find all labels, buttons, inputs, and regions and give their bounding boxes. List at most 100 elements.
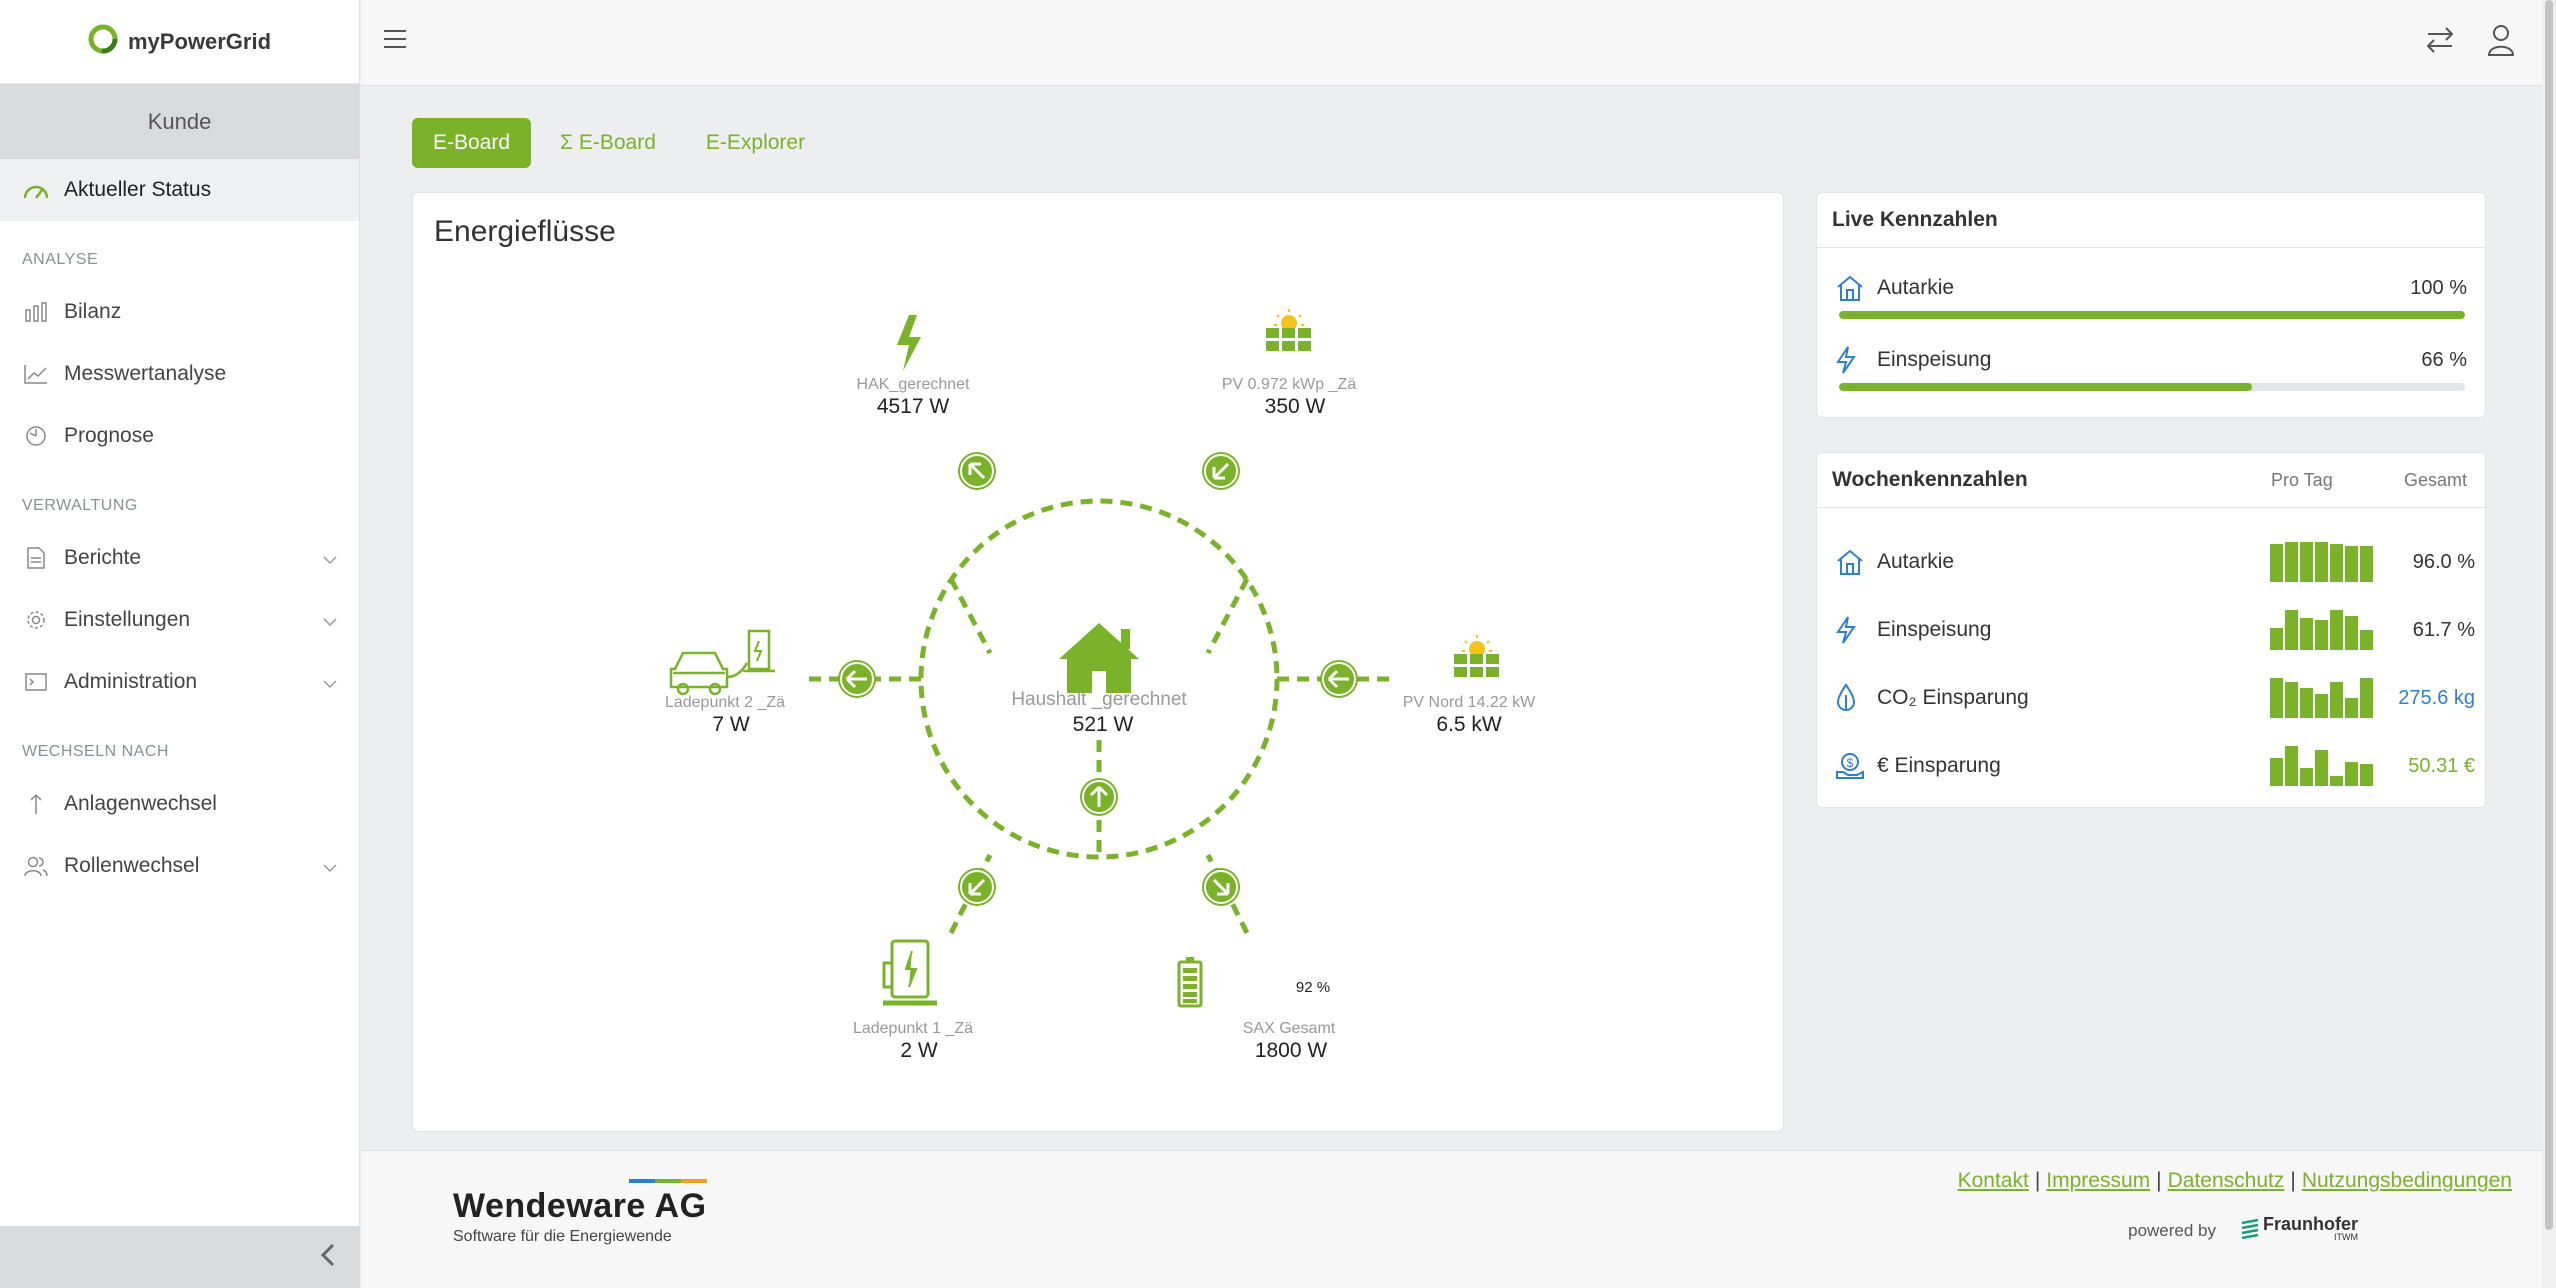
footer: Wendeware AG Software für die Energiewen… [361, 1150, 2556, 1288]
arrow-pv1-icon [1202, 452, 1240, 490]
autarkie-progress-bar [1839, 311, 2465, 319]
page-scrollbar[interactable] [2542, 0, 2556, 1288]
kpi-label: Autarkie [1877, 276, 1955, 299]
chevron-down-icon [323, 547, 337, 571]
section-analyse: ANALYSE [22, 251, 99, 268]
sidebar: myPowerGrid Kunde Aktueller Status ANALY… [0, 0, 360, 1288]
charger-icon [882, 939, 937, 1006]
house-outline-icon [1835, 548, 1867, 576]
link-impressum[interactable]: Impressum [2046, 1169, 2151, 1192]
card-header: Wochenkennzahlen Pro Tag Gesamt [1817, 453, 2485, 508]
kpi-value: 50.31 € [2408, 754, 2475, 777]
link-kontakt[interactable]: Kontakt [1957, 1169, 2029, 1192]
sidebar-item-prognose[interactable]: Prognose [0, 405, 359, 467]
fraunhofer-mark-icon [2241, 1218, 2259, 1239]
user-icon[interactable] [2487, 24, 2515, 61]
section-verwaltung: VERWALTUNG [22, 497, 138, 514]
sidebar-item-aktueller-status[interactable]: Aktueller Status [0, 159, 359, 221]
pvnord-value: 6.5 kW [1436, 713, 1502, 736]
house-outline-icon [1835, 274, 1867, 302]
spark-bar [2330, 610, 2343, 650]
lp2-name: Ladepunkt 2 _Zä [665, 694, 785, 711]
topbar [361, 0, 2556, 86]
lp2-value: 7 W [712, 713, 750, 736]
sidebar-item-label: Aktueller Status [64, 178, 212, 201]
arrow-pvnord-icon [1320, 660, 1358, 698]
link-nutzungsbedingungen[interactable]: Nutzungsbedingungen [2301, 1169, 2512, 1192]
spark-bar [2360, 546, 2373, 582]
live-kpi-card: Live Kennzahlen Autarkie 100 % Einspeisu… [1816, 192, 2486, 418]
spark-bar [2285, 542, 2298, 582]
company-tagline: Software für die Energiewende [453, 1228, 672, 1245]
spark-bar [2300, 688, 2313, 718]
sidebar-item-rollenwechsel[interactable]: Rollenwechsel [0, 835, 359, 897]
card-title: Live Kennzahlen [1817, 193, 2485, 248]
column-per-day: Pro Tag [2271, 469, 2333, 490]
spark-bar [2270, 628, 2283, 650]
spark-bar [2285, 610, 2298, 650]
sidebar-item-label: Bilanz [64, 300, 122, 323]
sparkline-co2 [2270, 678, 2373, 718]
company-name: Wendeware AG [453, 1187, 707, 1225]
sidebar-item-berichte[interactable]: Berichte [0, 527, 359, 589]
tab-e-board[interactable]: E-Board [412, 118, 532, 168]
spark-bar [2270, 678, 2283, 718]
fraunhofer-logo[interactable]: Fraunhofer ITWM [2241, 1215, 2358, 1242]
sidebar-item-label: Rollenwechsel [64, 854, 200, 877]
chevron-down-icon [323, 671, 337, 695]
sidebar-item-label: Prognose [64, 424, 154, 447]
arrow-hak-icon [958, 452, 996, 490]
lp1-value: 2 W [900, 1039, 938, 1062]
card-title: Wochenkennzahlen [1832, 468, 2028, 491]
brand[interactable]: myPowerGrid [0, 0, 359, 84]
kpi-label: Einspeisung [1877, 618, 1992, 641]
logo-color-lines [453, 1179, 707, 1183]
sidebar-item-messwertanalyse[interactable]: Messwertanalyse [0, 343, 359, 405]
arrow-lp1-icon [958, 868, 996, 906]
sidebar-item-bilanz[interactable]: Bilanz [0, 281, 359, 343]
car-charger-icon [669, 629, 775, 696]
gear-icon [22, 606, 50, 634]
partner-sub: ITWM [2334, 1232, 2358, 1242]
einspeisung-progress-bar [1839, 383, 2465, 391]
terminal-icon [22, 668, 50, 696]
spark-bar [2285, 746, 2298, 786]
flow-line-hak [948, 577, 993, 655]
hamburger-menu-icon[interactable] [383, 28, 407, 55]
spark-bar [2300, 618, 2313, 650]
link-datenschutz[interactable]: Datenschutz [2167, 1169, 2285, 1192]
line-chart-icon [22, 360, 50, 388]
swap-arrows-icon[interactable] [2424, 26, 2456, 59]
view-tabs: E-Board Σ E-Board E-Explorer [412, 118, 826, 168]
tab-e-explorer[interactable]: E-Explorer [705, 131, 806, 154]
weekly-kpi-card: Wochenkennzahlen Pro Tag Gesamt Autarkie… [1816, 452, 2486, 808]
sidebar-collapse-button[interactable] [0, 1226, 360, 1288]
document-icon [22, 544, 50, 572]
leaf-drop-icon [1835, 683, 1867, 713]
partner-name: Fraunhofer [2262, 1214, 2358, 1234]
spark-bar [2285, 682, 2298, 718]
sidebar-item-einstellungen[interactable]: Einstellungen [0, 589, 359, 651]
scrollbar-thumb[interactable] [2545, 0, 2553, 1230]
pv1-name: PV 0.972 kWp _Zä [1222, 376, 1356, 393]
spark-bar [2315, 542, 2328, 582]
hak-value: 4517 W [877, 395, 950, 418]
users-icon [22, 852, 50, 880]
sparkline-einspeisung [2270, 610, 2373, 650]
chevron-down-icon [323, 609, 337, 633]
week-row-co2: CO₂ Einsparung 275.6 kg [1835, 676, 2475, 720]
lightning-outline-icon [1835, 345, 1867, 375]
kpi-value: 275.6 kg [2398, 686, 2475, 709]
role-label: Kunde [0, 84, 359, 159]
wendeware-logo[interactable]: Wendeware AG Software für die Energiewen… [453, 1179, 707, 1246]
chevron-left-icon [320, 1243, 336, 1272]
spark-bar [2345, 698, 2358, 718]
sidebar-item-anlagenwechsel[interactable]: Anlagenwechsel [0, 773, 359, 835]
spark-bar [2360, 630, 2373, 650]
household-name: Haushalt _gerechnet [1011, 689, 1187, 710]
kpi-label: CO₂ Einsparung [1877, 686, 2029, 709]
hak-name: HAK_gerechnet [857, 376, 971, 393]
spark-bar [2300, 542, 2313, 582]
sidebar-item-administration[interactable]: Administration [0, 651, 359, 713]
tab-sum-e-board[interactable]: Σ E-Board [560, 131, 656, 154]
